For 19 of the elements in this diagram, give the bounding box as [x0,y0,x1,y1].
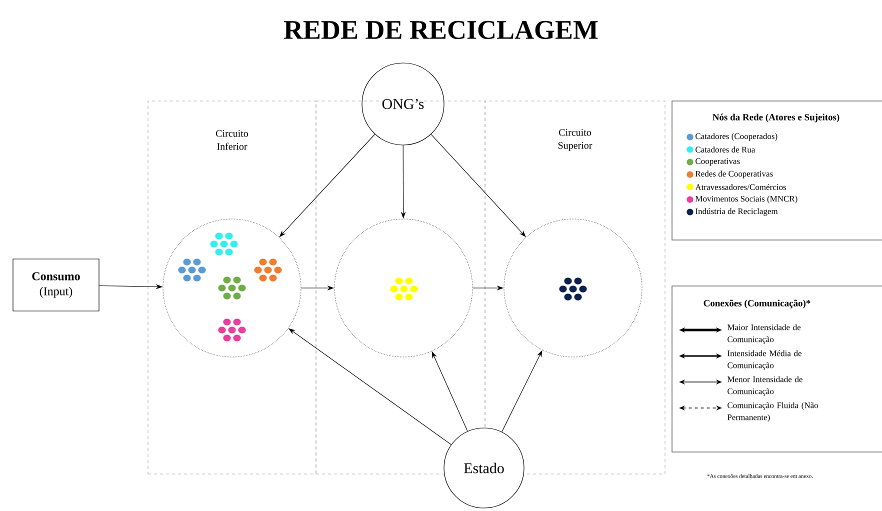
network-circle [504,218,642,358]
legend-item: Catadores de Rua [696,146,756,152]
network-circle [334,218,473,358]
legend-item: Intensidade Média de Comunicação [728,350,802,370]
legend-item: Atravessadores/Comércios [695,184,786,190]
legend-item: Indústria de Reciclagem [696,208,778,216]
title: REDE DE RECICLAGEM [284,20,598,40]
legend-item: Redes de Cooperativas [695,170,773,178]
legend-item: Movimentos Sociais (MNCR) [695,196,798,204]
circuit-panel: Circuito Inferior [148,100,316,474]
legend-item: Cooperativas [696,158,740,166]
legend-heading: Conexões (Comunicação)* [704,300,810,308]
input-box: Consumo (Input) [12,258,100,312]
legend-heading: Nós da Rede (Atores e Sujeitos) [712,114,840,122]
legend-item: Comunicação Fluida (Não Permanente) [727,402,818,422]
legend-item: Maior Intensidade de Comunicação [727,324,801,344]
legend-item: Catadores (Cooperados) [696,133,778,141]
legend-item: Menor Intensidade de Comunicação [727,376,802,396]
network-circle [162,218,302,358]
